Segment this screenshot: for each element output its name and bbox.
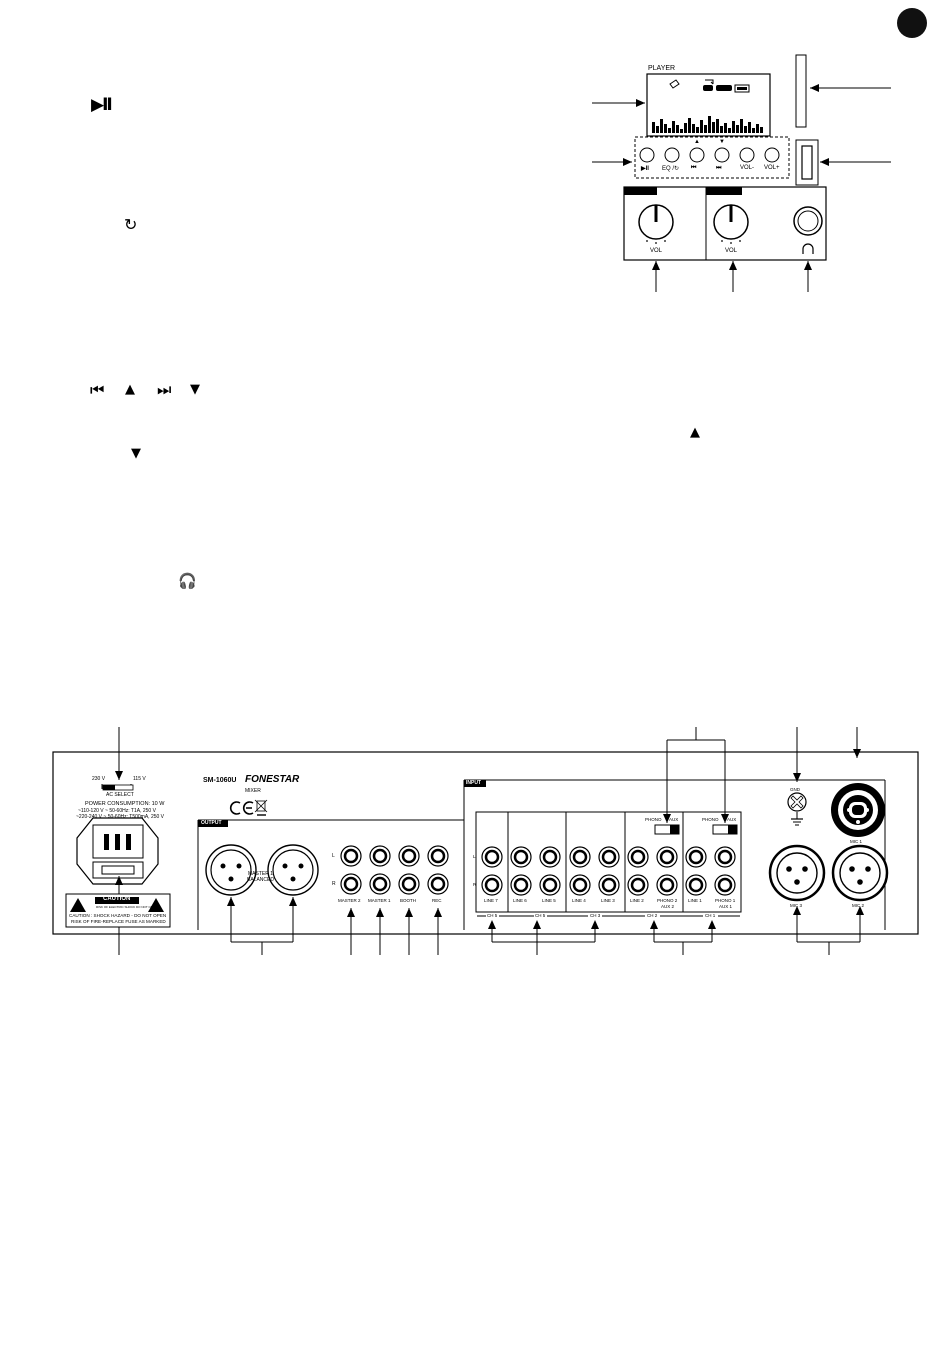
down-triangle-icon-2: ▼ bbox=[131, 446, 141, 461]
mixer-label: MIXER bbox=[245, 788, 261, 794]
player-display-label: PLAYER bbox=[648, 65, 676, 72]
player-button-eq-label: EQ /↻ bbox=[662, 166, 680, 172]
line-1-label: LINE 1 bbox=[688, 898, 702, 903]
switch1-aux-label: AUX bbox=[727, 817, 737, 822]
rca-out-master1: MASTER 1 bbox=[368, 898, 391, 903]
ch-label-5: CH 1 bbox=[705, 913, 716, 918]
rca-out-master2: MASTER 2 bbox=[338, 898, 361, 903]
player-button-prev-label: ⏮ bbox=[691, 165, 697, 171]
up-triangle-icon: ▲ bbox=[125, 382, 135, 397]
input-l-label: L bbox=[473, 854, 476, 859]
caution-subtitle: RISK OF ELECTRIC SHOCK DO NOT OPEN bbox=[96, 905, 157, 909]
output-section-tag: OUTPUT bbox=[201, 820, 222, 826]
down-triangle-icon: ▼ bbox=[190, 382, 200, 397]
fuse-line-1: ~110-120 V ~ 50-60Hz: T1A, 250 V bbox=[78, 808, 156, 814]
master1-balanced-line1: MASTER 1 bbox=[248, 871, 274, 877]
previous-icon: ⏮ bbox=[90, 380, 105, 399]
play-pause-icon: ▶II bbox=[91, 95, 113, 115]
player-button-next-arrow: ▼ bbox=[719, 139, 725, 145]
player-button-volplus-label: VOL+ bbox=[764, 165, 780, 171]
aux-1-label: AUX 1 bbox=[719, 904, 733, 909]
line-3-label: LINE 3 bbox=[601, 898, 615, 903]
phono-2-label: PHONO 2 bbox=[657, 898, 678, 903]
ch-label-1: CH 5 bbox=[487, 913, 498, 918]
fuse-line-2: ~220-240 V ~ 50-60Hz: T500mA, 250 V bbox=[76, 814, 165, 820]
ch-label-3: CH 3 bbox=[590, 913, 601, 918]
page-marker-dot bbox=[897, 8, 927, 38]
output-r-label: R bbox=[332, 881, 336, 887]
player-button-prev-arrow: ▲ bbox=[694, 139, 700, 145]
caution-title: CAUTION bbox=[103, 896, 131, 902]
voltage-230-label: 230 V bbox=[92, 776, 106, 782]
ac-select-label: AC SELECT bbox=[106, 792, 134, 798]
gnd-label: GND bbox=[790, 787, 800, 792]
rear-panel-diagram bbox=[52, 727, 919, 955]
headphones-icon: 🎧 bbox=[178, 572, 197, 590]
master1-balanced-line2: BALANCED bbox=[247, 877, 274, 883]
brand-logo: FONESTAR bbox=[245, 774, 300, 785]
player-button-volminus-label: VOL- bbox=[740, 165, 755, 171]
switch2-aux-label: AUX bbox=[669, 817, 679, 822]
line-2-label: LINE 2 bbox=[630, 898, 644, 903]
input-r-label: R bbox=[473, 882, 477, 887]
up-triangle-icon-right: ▲ bbox=[690, 425, 700, 440]
input-section-tag: INPUT bbox=[466, 780, 481, 786]
ch-label-2: CH 5 bbox=[535, 913, 546, 918]
caution-line-2: RISK OF FIRE-REPLACE FUSE AS MARKED bbox=[71, 919, 166, 924]
aux-2-label: AUX 2 bbox=[661, 904, 675, 909]
ch-label-4: CH 2 bbox=[647, 913, 658, 918]
mic3-label: MIC 3 bbox=[790, 903, 803, 908]
player-panel-diagram bbox=[592, 54, 891, 292]
voltage-115-label: 115 V bbox=[133, 776, 146, 782]
phono-1-label: PHONO 1 bbox=[715, 898, 736, 903]
line-4-label: LINE 4 bbox=[572, 898, 586, 903]
rca-out-booth: BOOTH bbox=[400, 898, 417, 903]
mic2-label: MIC 2 bbox=[852, 903, 865, 908]
next-icon: ⏭ bbox=[157, 380, 172, 399]
rca-out-rec: REC bbox=[432, 898, 442, 903]
model-label: SM-1060U bbox=[203, 777, 237, 784]
power-consumption-label: POWER CONSUMPTION: 10 W bbox=[85, 801, 165, 807]
switch1-phono-label: PHONO bbox=[702, 817, 719, 822]
repeat-icon: ↻ bbox=[124, 215, 138, 234]
line-5-label: LINE 5 bbox=[542, 898, 556, 903]
line-6-label: LINE 6 bbox=[513, 898, 527, 903]
output-l-label: L bbox=[332, 853, 335, 859]
mic1-label: MIC 1 bbox=[850, 839, 863, 844]
line-7-label: LINE 7 bbox=[484, 898, 498, 903]
switch2-phono-label: PHONO bbox=[645, 817, 662, 822]
player-button-play-label: ▶II bbox=[641, 166, 649, 172]
knob1-vol-label: VOL bbox=[650, 248, 663, 254]
player-button-next-label: ⏭ bbox=[716, 165, 722, 171]
knob2-vol-label: VOL bbox=[725, 248, 738, 254]
caution-line-1: CAUTION : SHOCK HAZARD - DO NOT OPEN bbox=[69, 913, 167, 918]
